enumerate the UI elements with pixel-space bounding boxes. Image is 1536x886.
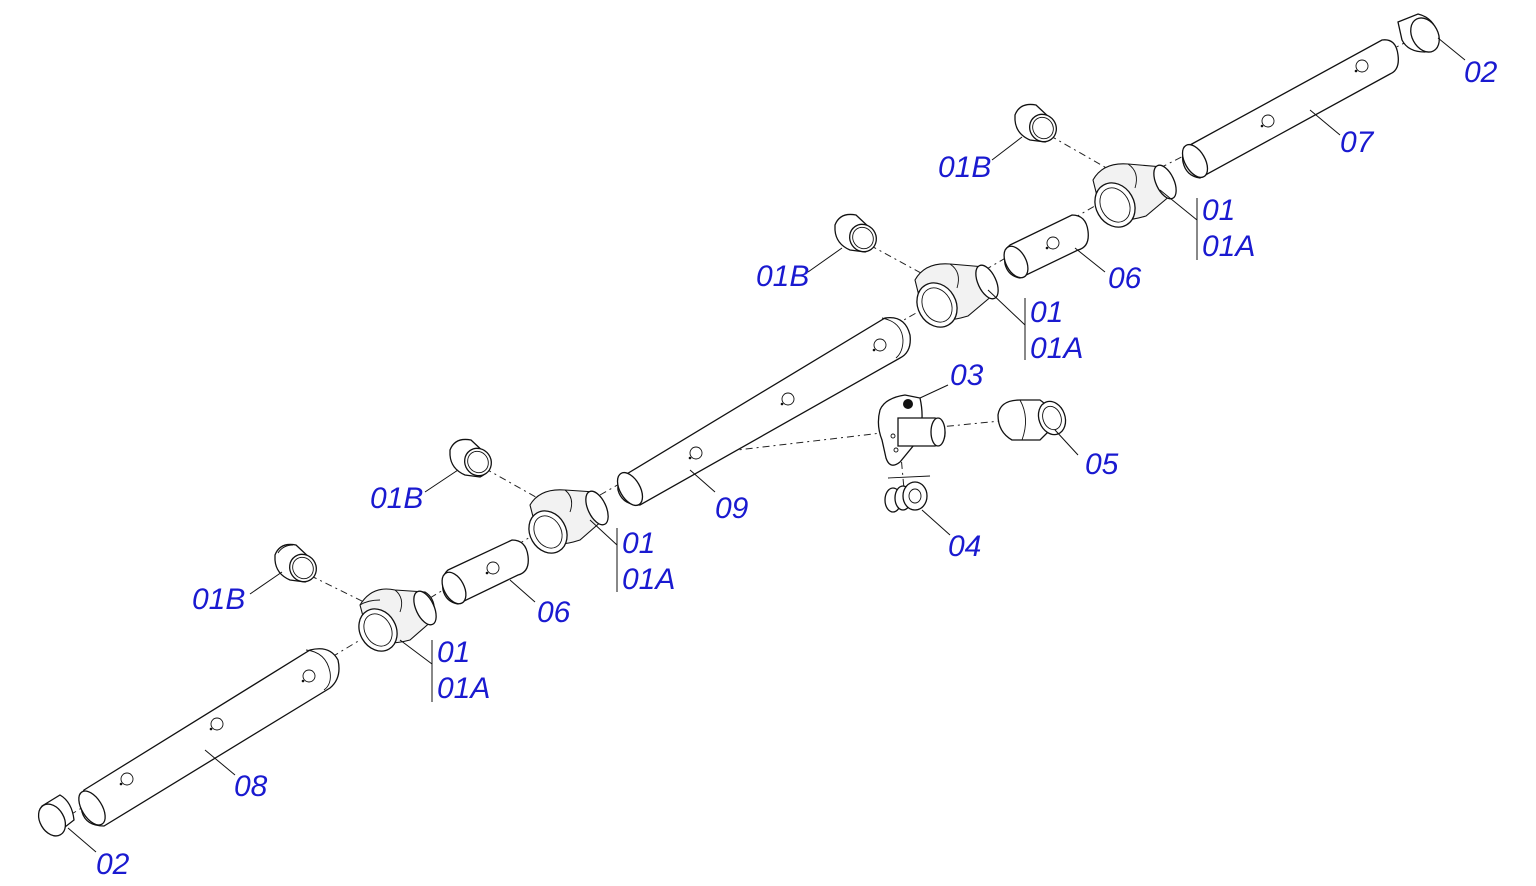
callout-04: 04 [948, 530, 981, 563]
tee-fitting-01-second [528, 489, 609, 554]
callout-06-top: 06 [1108, 262, 1142, 295]
callout-01-second: 01 [622, 527, 655, 560]
tube-08 [78, 648, 340, 827]
callout-01b-lower: 01B [192, 583, 245, 616]
tube-09 [616, 316, 911, 507]
plug-01b-top [1014, 103, 1057, 143]
callout-01a-lower: 01A [437, 672, 490, 705]
plug-01b-third [834, 213, 877, 253]
knob-04 [884, 481, 928, 513]
callout-01a-second: 01A [622, 563, 675, 596]
tube-07 [1181, 39, 1399, 179]
coupling-05 [997, 399, 1067, 441]
callout-01-top: 01 [1202, 194, 1235, 227]
callout-01b-second: 01B [370, 482, 423, 515]
tee-fitting-01-lower [358, 588, 437, 652]
callout-06-lower: 06 [537, 596, 571, 629]
callout-01a-third: 01A [1030, 332, 1083, 365]
callout-08: 08 [234, 770, 268, 803]
plug-01b-second [449, 438, 492, 478]
callout-01b-third: 01B [756, 260, 809, 293]
end-cap-02-bottom [37, 794, 75, 837]
leader-lines [67, 37, 1466, 853]
callout-01b-top: 01B [938, 151, 991, 184]
tee-fitting-01-top [1092, 163, 1177, 228]
callout-07: 07 [1340, 126, 1375, 159]
callout-05: 05 [1085, 448, 1119, 481]
callout-01a-top: 01A [1202, 230, 1255, 263]
callout-labels: 02 07 01B 01 01A 01B 06 01 01A 03 05 04 … [96, 56, 1498, 881]
tube-06-lower [441, 539, 529, 605]
end-cap-02-top [1397, 13, 1440, 53]
callout-02-top: 02 [1464, 56, 1498, 89]
callout-01-lower: 01 [437, 636, 470, 669]
plug-01b-lower [274, 543, 317, 583]
callout-02-bottom: 02 [96, 848, 130, 881]
tee-fitting-01-third [914, 263, 999, 328]
bracket-03 [877, 394, 946, 479]
callout-09: 09 [715, 492, 749, 525]
callout-03: 03 [950, 359, 984, 392]
callout-01-third: 01 [1030, 296, 1063, 329]
